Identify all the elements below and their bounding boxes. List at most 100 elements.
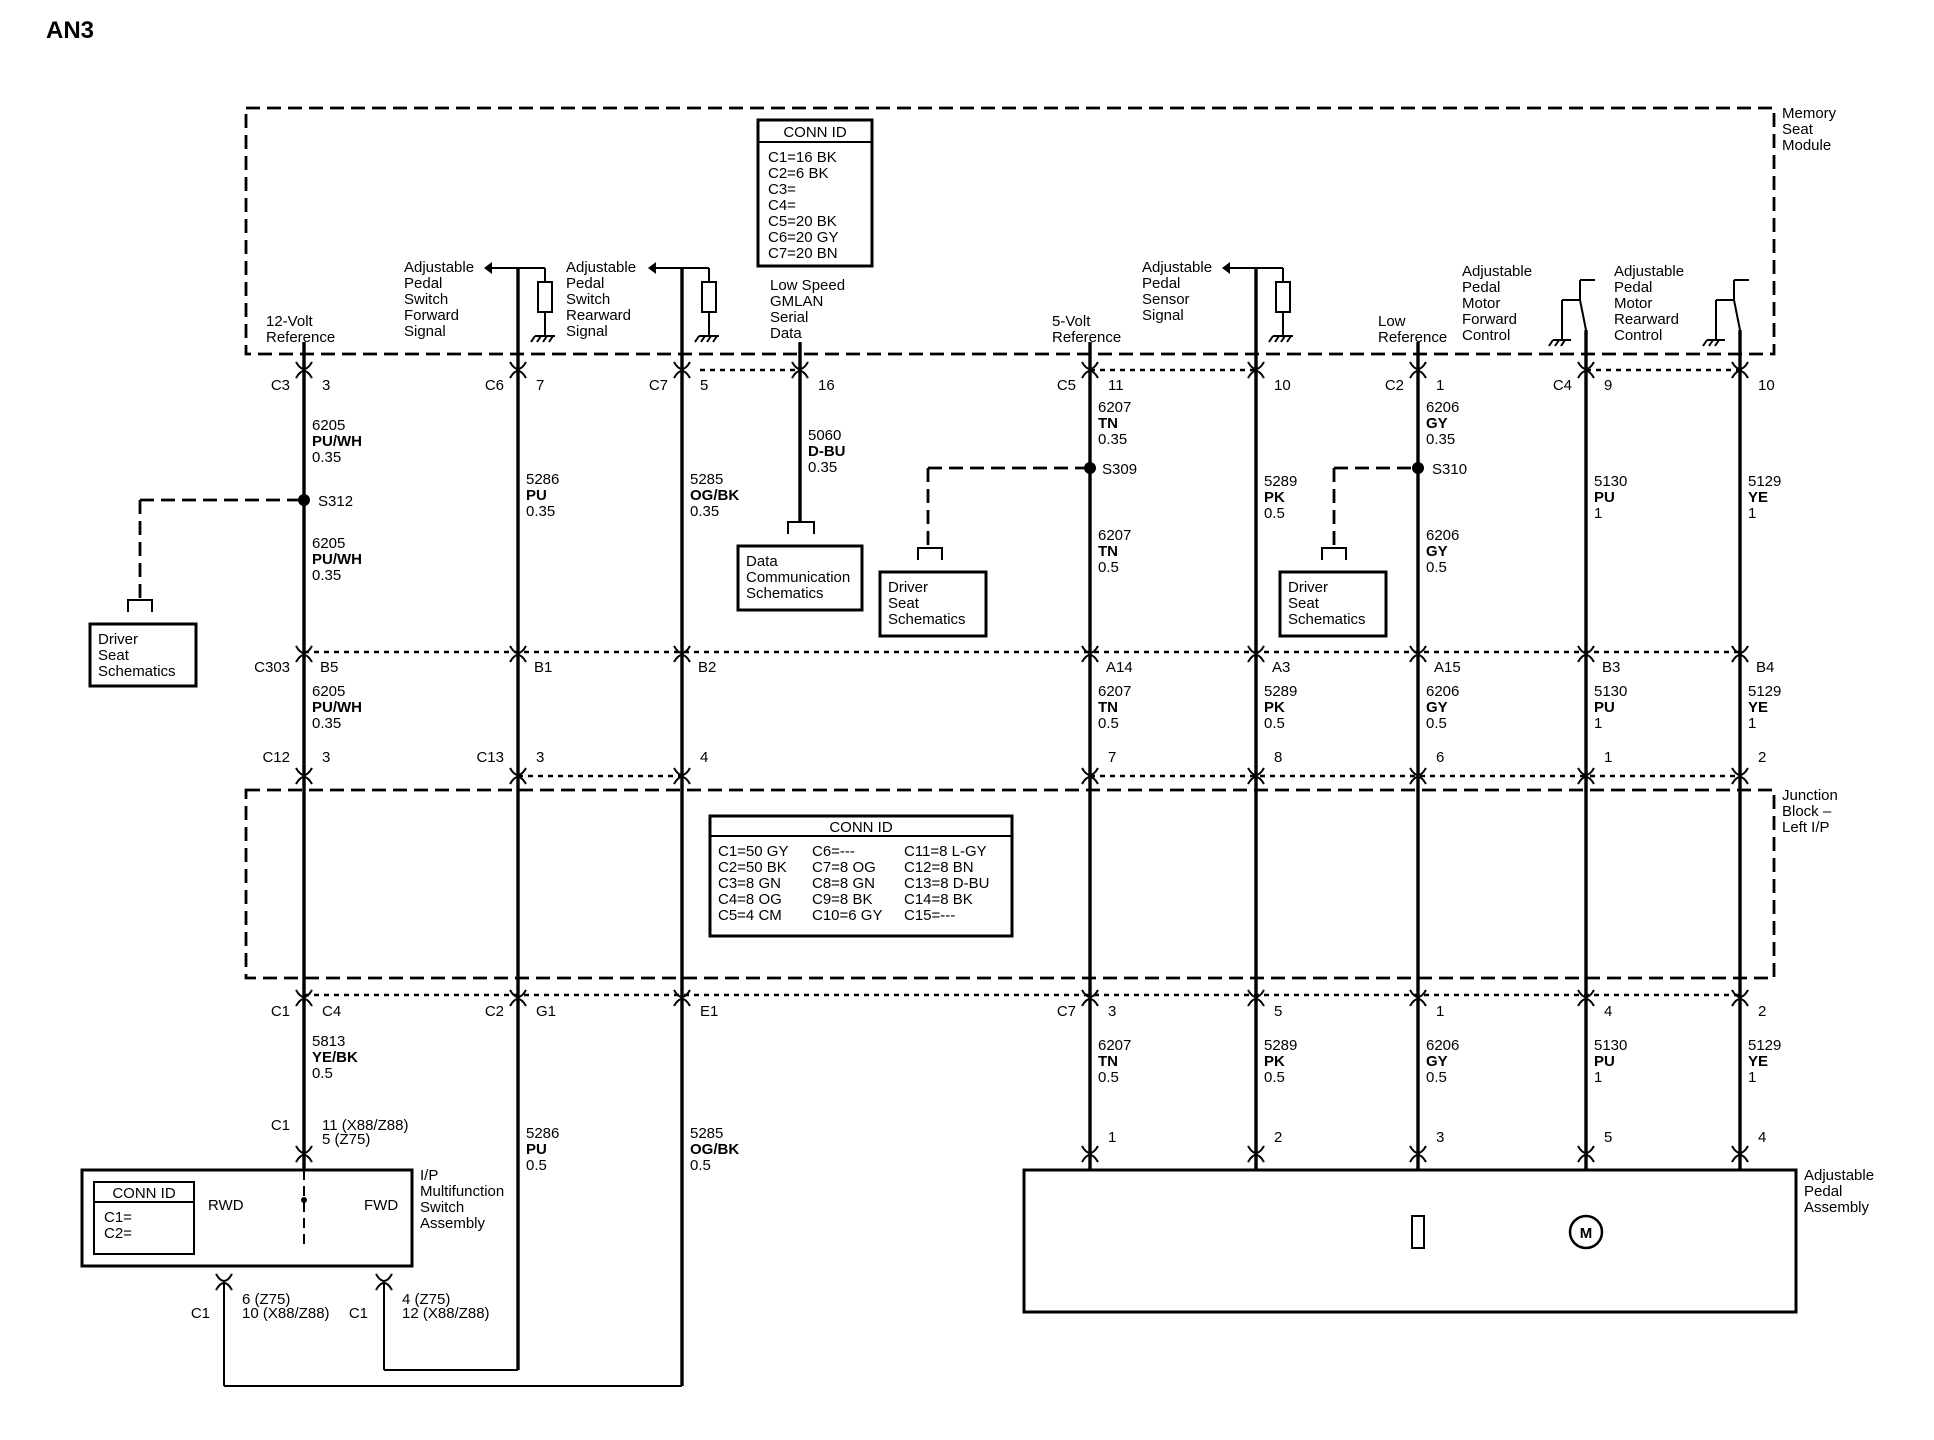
pin-label: 6 (Z75) — [242, 1291, 290, 1308]
wire-label: 5130 — [1594, 683, 1627, 700]
pin-label: B2 — [698, 659, 716, 676]
connector-arc — [1731, 654, 1749, 663]
junction-block-boundary — [244, 788, 1776, 980]
module-conn-id-box: CONN ID — [756, 118, 874, 268]
text-line: Junction — [1782, 787, 1838, 804]
pin-label: A14 — [1106, 659, 1133, 676]
connector-arc — [1409, 645, 1427, 654]
pin-label: B4 — [1756, 659, 1774, 676]
connector-arc — [1409, 1154, 1427, 1163]
pin-label: 11 (X88/Z88) — [322, 1117, 408, 1134]
text-line: GMLAN — [770, 293, 823, 310]
text-line: Schematics — [1288, 611, 1366, 628]
wire-label: 0.35 — [312, 715, 341, 732]
text-line: Adjustable — [1614, 263, 1684, 280]
connector-label: C1 — [271, 1117, 290, 1134]
pin-label: 5 — [1604, 1129, 1612, 1146]
wire-label: 0.5 — [690, 1157, 711, 1174]
switch-conn-id-lines: C1=C2= — [104, 1209, 132, 1242]
pin-label: 4 — [1758, 1129, 1766, 1146]
connector-arc — [1247, 767, 1265, 776]
driver-seat-ref-box-2 — [878, 547, 988, 638]
wire-label: 0.35 — [1098, 431, 1127, 448]
connector-arc — [1577, 1154, 1595, 1163]
wire-label: 1 — [1594, 505, 1602, 522]
text-line: C2=50 BK — [718, 859, 787, 876]
wire-label: 5286 — [526, 1125, 559, 1142]
text-line: C5=20 BK — [768, 213, 837, 230]
wire-label: 1 — [1748, 1069, 1756, 1086]
text-line: Block – — [1782, 803, 1832, 820]
wire-label: PK — [1264, 1053, 1285, 1070]
wire-label: 6206 — [1426, 1037, 1459, 1054]
pin-label: 3 — [322, 749, 330, 766]
connector-arc — [509, 989, 527, 998]
pin-label: 10 — [1758, 377, 1775, 394]
wire-label: 0.5 — [1098, 1069, 1119, 1086]
connector-label: C1 — [349, 1305, 368, 1322]
connector-arc — [215, 1273, 233, 1282]
wire-label: YE — [1748, 699, 1768, 716]
connector-arc — [295, 645, 313, 654]
wire-label: D-BU — [808, 443, 846, 460]
connector-arc — [1409, 998, 1427, 1007]
text-line: Assembly — [1804, 1199, 1870, 1216]
wire-label: 5285 — [690, 471, 723, 488]
text-line: Seat — [98, 647, 130, 664]
wire-label: 6207 — [1098, 527, 1131, 544]
connector-label: C2 — [1385, 377, 1404, 394]
wire-label: 6207 — [1098, 399, 1131, 416]
text-line: C7=8 OG — [812, 859, 876, 876]
text-line: C6=20 GY — [768, 229, 838, 246]
connector-arc — [673, 989, 691, 998]
connector-arc — [1577, 776, 1595, 785]
text-line: C13=8 D-BU — [904, 875, 989, 892]
wire-label: PU — [1594, 489, 1615, 506]
connector-arc — [1409, 767, 1427, 776]
connector-arc — [1731, 645, 1749, 654]
pin-label: 1 — [1108, 1129, 1116, 1146]
connector-arc — [1577, 998, 1595, 1007]
wire-label: PU/WH — [312, 699, 362, 716]
wire-label: 5813 — [312, 1033, 345, 1050]
text-line: Reference — [1378, 329, 1447, 346]
text-line: Multifunction — [420, 1183, 504, 1200]
wire-label: PU/WH — [312, 433, 362, 450]
connector-arc — [295, 1145, 313, 1154]
text-line: Rearward — [1614, 311, 1679, 328]
text-line: Schematics — [746, 585, 824, 602]
wire-label: 0.5 — [1426, 559, 1447, 576]
wire-label: 1 — [1594, 715, 1602, 732]
wire-label: TN — [1098, 415, 1118, 432]
connector-arc — [1409, 361, 1427, 370]
connector-arc — [1247, 989, 1265, 998]
text-line: C1= — [104, 1209, 132, 1226]
switch-fwd-label: FWD — [364, 1197, 398, 1214]
text-line: Data — [746, 553, 778, 570]
wire-label: 5289 — [1264, 683, 1297, 700]
wire-label: 0.5 — [1264, 715, 1285, 732]
text-line: C6=--- — [812, 843, 855, 860]
text-line: Low Speed — [770, 277, 845, 294]
motor-rearward-relay-symbol — [1702, 279, 1749, 368]
splice-s309: S309 — [926, 461, 1137, 548]
wire-label: YE — [1748, 489, 1768, 506]
wire-label: 5060 — [808, 427, 841, 444]
connector-arc — [295, 361, 313, 370]
connector-arc — [673, 998, 691, 1007]
text-line: C8=8 GN — [812, 875, 875, 892]
pin-label: 2 — [1758, 749, 1766, 766]
text-line: 12-Volt — [266, 313, 314, 330]
wire-label: 5285 — [690, 1125, 723, 1142]
wire-label: TN — [1098, 1053, 1118, 1070]
connector-arc — [1247, 654, 1265, 663]
wire-label: 1 — [1748, 505, 1756, 522]
wire-label: 5289 — [1264, 1037, 1297, 1054]
wire-label: 0.5 — [1426, 715, 1447, 732]
